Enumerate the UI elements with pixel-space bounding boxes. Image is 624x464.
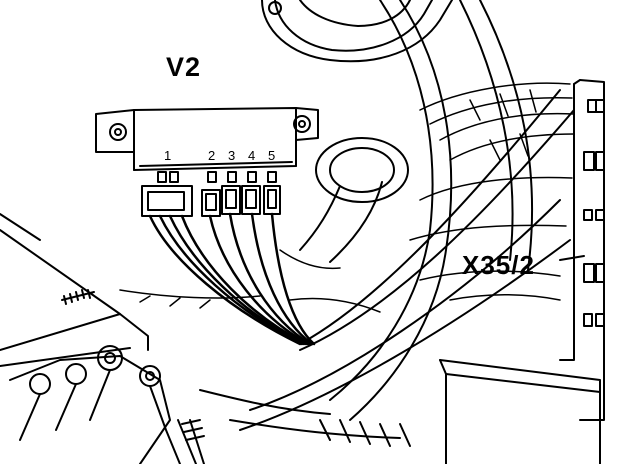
lower-right-enclosure — [439, 359, 601, 464]
grommet — [299, 137, 409, 263]
connector-panel-x35-2 — [559, 79, 605, 421]
connector-label-x35-2: X35/2 — [462, 250, 535, 280]
long-wires — [239, 0, 575, 431]
harness-texture — [119, 82, 575, 313]
pin-number-2: 2 — [208, 148, 216, 163]
terminal-block — [19, 345, 411, 464]
component-label-v2: V2 — [166, 52, 202, 82]
v2-terminals — [141, 171, 281, 217]
top-cable-loop — [261, 0, 453, 63]
pin-number-5: 5 — [268, 148, 276, 163]
component-v2-body — [95, 107, 319, 171]
pin-number-1: 1 — [164, 148, 172, 163]
pin-number-3: 3 — [228, 148, 236, 163]
pin-number-4: 4 — [248, 148, 256, 163]
v2-wire-bundle — [148, 212, 316, 346]
